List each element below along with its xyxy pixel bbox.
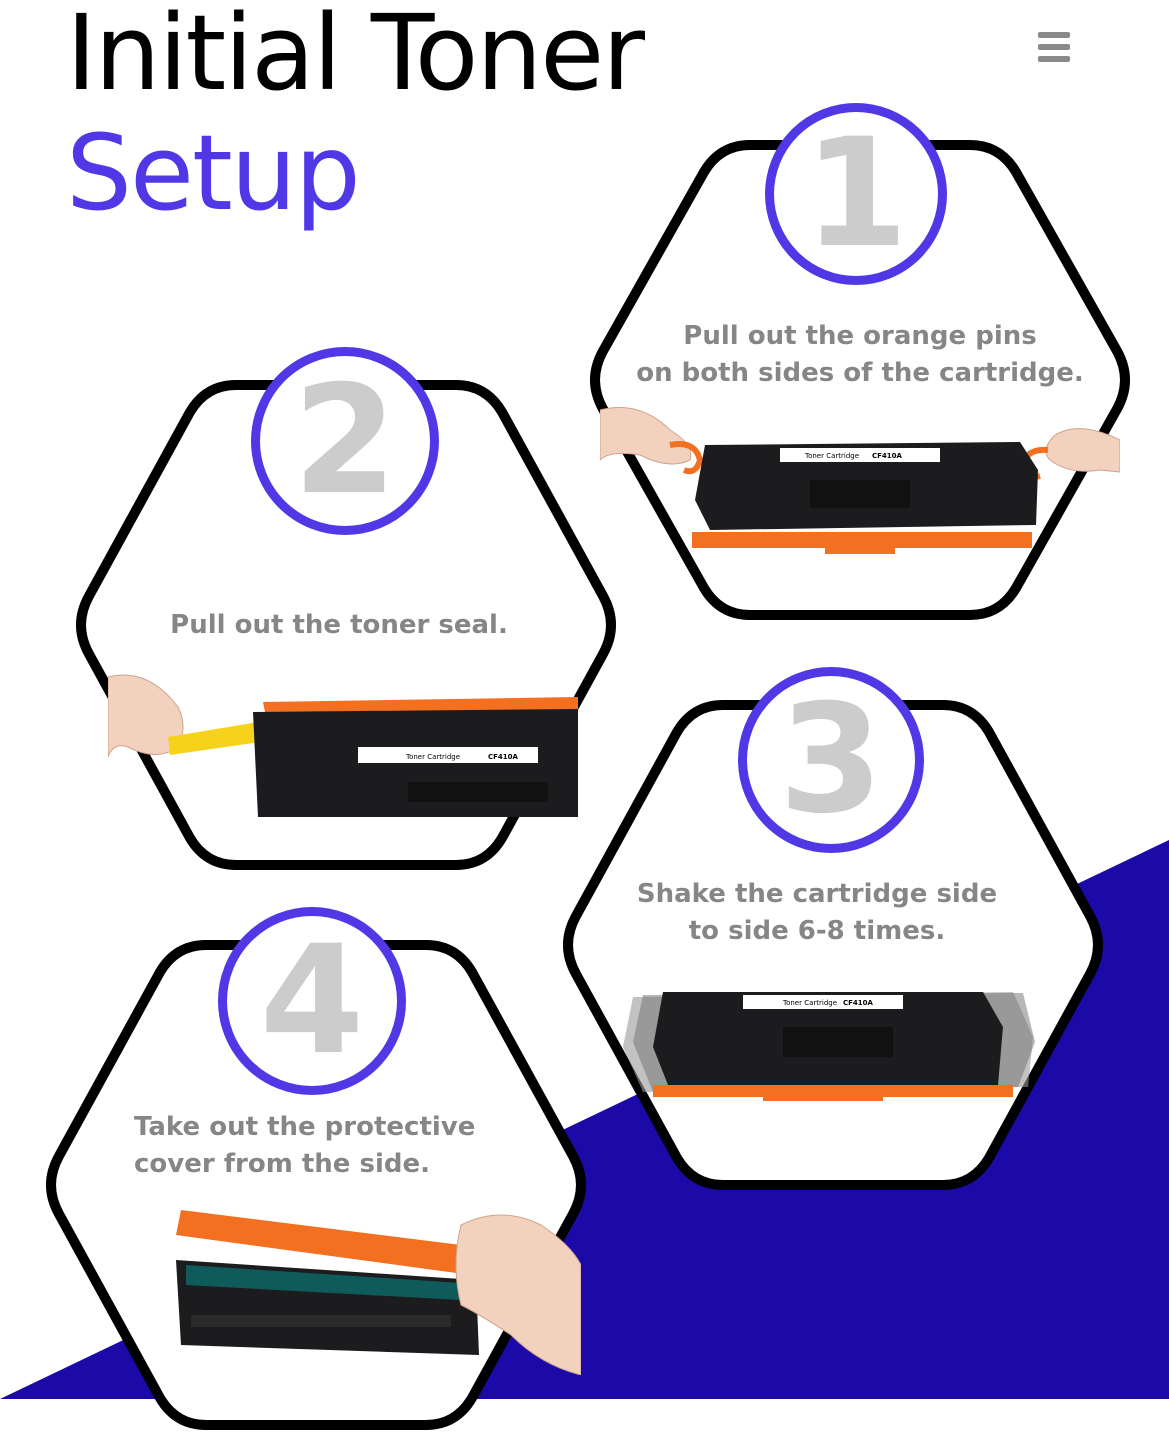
cartridge-label-text: Toner Cartridge: [804, 452, 859, 460]
cartridge-pulling-seal-image: Toner Cartridge CF410A: [108, 674, 578, 817]
hamburger-menu-icon[interactable]: [1038, 32, 1070, 64]
step-3-card: 3 Shake the cartridge side to side 6-8 t…: [553, 665, 1113, 1195]
cartridge-shaking-image: Toner Cartridge CF410A: [623, 992, 1035, 1101]
cartridge-removing-cover-image: [176, 1210, 581, 1375]
step-4-text-line1: Take out the protective: [134, 1112, 476, 1142]
step-number-badge: 1: [765, 103, 947, 285]
step-4-card: 4 Take out the protective cover from the…: [36, 905, 596, 1435]
step-1-text-line2: on both sides of the cartridge.: [636, 358, 1084, 388]
cartridge-with-orange-pins-image: Toner Cartridge CF410A: [600, 407, 1120, 554]
menu-bar: [1038, 56, 1070, 62]
page-title-line1: Initial Toner: [66, 0, 645, 114]
cartridge-label-text: Toner Cartridge: [782, 999, 837, 1007]
step-number-badge: 3: [738, 667, 924, 853]
step-number-badge: 4: [218, 907, 406, 1095]
step-number-badge: 2: [251, 347, 439, 535]
cartridge-model-text: CF410A: [843, 999, 874, 1007]
step-3-text-line2: to side 6-8 times.: [688, 916, 946, 946]
cartridge-model-text: CF410A: [488, 753, 519, 761]
step-3-text-line1: Shake the cartridge side: [636, 879, 998, 909]
cartridge-model-text: CF410A: [872, 452, 903, 460]
step-1-card: 1 Pull out the orange pins on both sides…: [580, 100, 1140, 630]
page-title-line2: Setup: [66, 112, 361, 234]
cartridge-label-text: Toner Cartridge: [405, 753, 460, 761]
step-4-text-line2: cover from the side.: [134, 1149, 431, 1179]
step-1-text-line1: Pull out the orange pins: [683, 321, 1037, 351]
step-2-card: 2 Pull out the toner seal. Toner Cartrid…: [66, 345, 626, 875]
menu-bar: [1038, 44, 1070, 50]
step-2-text-line1: Pull out the toner seal.: [170, 610, 508, 640]
menu-bar: [1038, 32, 1070, 38]
